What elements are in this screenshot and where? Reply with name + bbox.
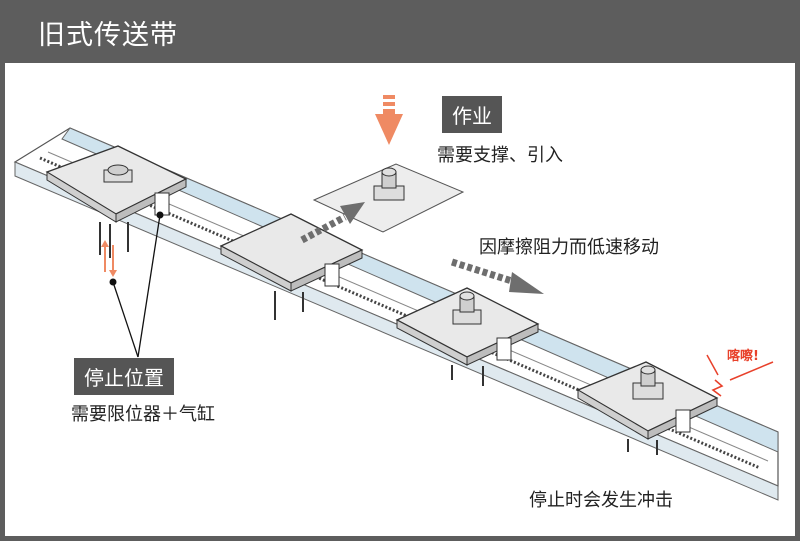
carrier-3 (395, 287, 540, 386)
work-tag: 作业 (442, 96, 502, 133)
header-bar: 旧式传送带 (0, 0, 800, 62)
stop-note: 需要限位器＋气缸 (71, 404, 215, 425)
carrier-1 (45, 145, 188, 258)
carrier-4 (576, 361, 719, 455)
feed-in-arrow-icon (300, 202, 365, 244)
down-arrow-icon (375, 95, 403, 145)
impact-note: 停止时会发生冲击 (529, 490, 673, 511)
page-title: 旧式传送带 (38, 20, 178, 51)
carrier-2 (219, 213, 364, 320)
up-down-arrows-icon (101, 240, 117, 277)
diagram-panel: 作业 需要支撑、引入 因摩擦阻力而低速移动 停止位置 需要限位器＋气缸 停止时会… (5, 63, 795, 536)
workpiece-plate (312, 163, 465, 233)
stop-pointer-lines (109, 211, 164, 358)
impact-spark-icon (706, 354, 774, 397)
sound-effect-label: 喀嚓! (727, 349, 759, 364)
friction-note: 因摩擦阻力而低速移动 (479, 237, 659, 258)
stop-position-tag: 停止位置 (74, 358, 174, 395)
move-direction-arrow-icon (450, 258, 544, 294)
conveyor-illustration (13, 95, 779, 501)
work-note: 需要支撑、引入 (437, 145, 563, 166)
